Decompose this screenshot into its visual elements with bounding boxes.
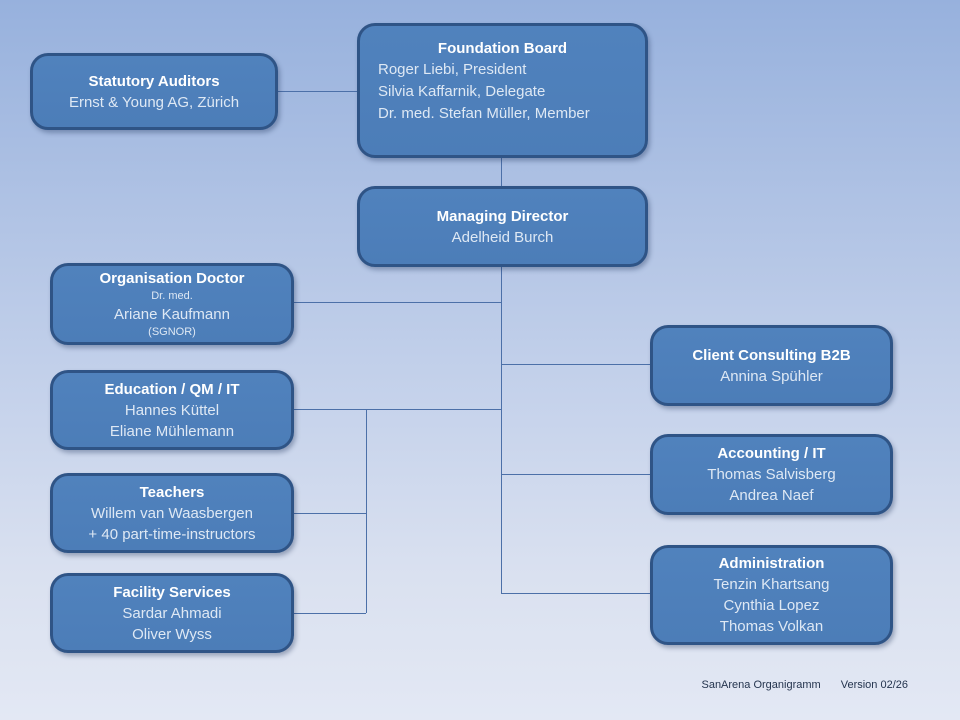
- org-node-accounting-it: Accounting / IT Thomas Salvisberg Andrea…: [650, 434, 893, 515]
- node-title: Administration: [718, 555, 825, 572]
- connector-foundation-managing: [501, 158, 502, 186]
- node-line: Cynthia Lopez: [723, 597, 820, 614]
- node-title: Managing Director: [436, 207, 569, 225]
- node-line: Sardar Ahmadi: [122, 604, 222, 622]
- connector-spine-education: [294, 409, 501, 410]
- org-node-statutory-auditors: Statutory Auditors Ernst & Young AG, Zür…: [30, 53, 278, 130]
- org-node-teachers: Teachers Willem van Waasbergen + 40 part…: [50, 473, 294, 553]
- connector-auditors-foundation: [278, 91, 357, 92]
- node-title: Accounting / IT: [717, 445, 826, 462]
- node-line: Willem van Waasbergen: [90, 504, 253, 522]
- org-node-facility-services: Facility Services Sardar Ahmadi Oliver W…: [50, 573, 294, 653]
- connector-spine-organisation-doctor: [294, 302, 501, 303]
- node-line: Dr. med. Stefan Müller, Member: [378, 105, 590, 122]
- node-line: Tenzin Khartsang: [713, 576, 830, 593]
- connector-sub-spine-teachers: [294, 513, 366, 514]
- connector-spine-client-consulting: [501, 364, 650, 365]
- node-line: Adelheid Burch: [451, 228, 554, 246]
- node-line: Dr. med.: [151, 290, 193, 302]
- node-title: Organisation Doctor: [99, 270, 245, 287]
- node-title: Foundation Board: [437, 40, 568, 57]
- node-line: Silvia Kaffarnik, Delegate: [378, 83, 546, 100]
- node-line: Andrea Naef: [729, 487, 814, 504]
- slide-footer: SanArena Organigramm Version 02/26: [701, 679, 908, 691]
- org-node-administration: Administration Tenzin Khartsang Cynthia …: [650, 545, 893, 645]
- node-line: Annina Spühler: [720, 367, 823, 385]
- org-node-foundation-board: Foundation Board Roger Liebi, President …: [357, 23, 648, 158]
- node-line: Hannes Küttel: [124, 401, 220, 419]
- node-line: Ernst & Young AG, Zürich: [68, 93, 240, 111]
- node-title: Teachers: [139, 483, 205, 501]
- connector-managing-spine: [501, 267, 502, 593]
- connector-spine-accounting: [501, 474, 650, 475]
- org-node-education-qm-it: Education / QM / IT Hannes Küttel Eliane…: [50, 370, 294, 450]
- node-line: Thomas Volkan: [719, 618, 824, 635]
- footer-version: Version 02/26: [840, 679, 908, 691]
- node-line: Thomas Salvisberg: [707, 466, 836, 483]
- connector-sub-spine-facility: [294, 613, 366, 614]
- node-line: Ariane Kaufmann: [114, 306, 230, 323]
- connector-education-sub-spine: [366, 409, 367, 613]
- org-node-managing-director: Managing Director Adelheid Burch: [357, 186, 648, 267]
- node-title: Education / QM / IT: [104, 380, 240, 398]
- node-line: Roger Liebi, President: [378, 61, 527, 78]
- node-title: Statutory Auditors: [88, 72, 220, 90]
- node-line: (SGNOR): [148, 326, 196, 338]
- node-line: + 40 part-time-instructors: [88, 525, 256, 543]
- footer-document-name: SanArena Organigramm: [701, 679, 821, 691]
- connector-spine-administration: [501, 593, 650, 594]
- org-node-organisation-doctor: Organisation Doctor Dr. med. Ariane Kauf…: [50, 263, 294, 345]
- node-line: Oliver Wyss: [132, 625, 212, 643]
- node-line: Eliane Mühlemann: [109, 422, 235, 440]
- org-node-client-consulting-b2b: Client Consulting B2B Annina Spühler: [650, 325, 893, 406]
- node-title: Facility Services: [113, 583, 231, 601]
- node-title: Client Consulting B2B: [692, 346, 851, 364]
